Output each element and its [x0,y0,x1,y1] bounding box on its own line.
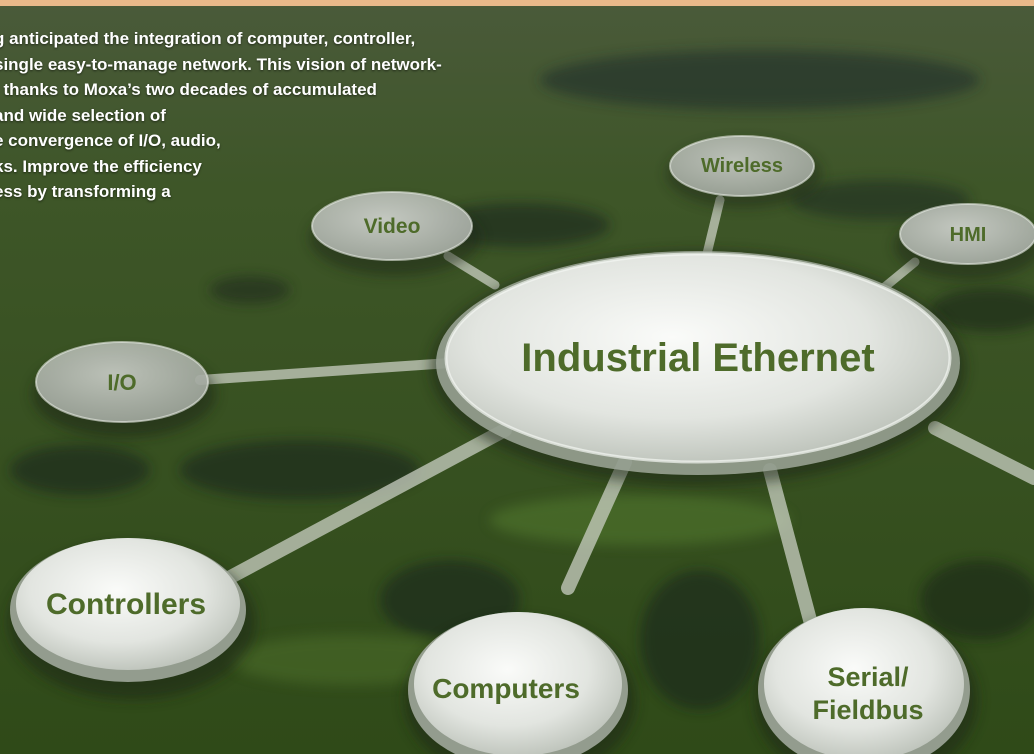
node-label-controllers: Controllers [46,588,206,621]
node-label-video: Video [364,215,421,238]
intro-line: ess by transforming a [0,182,171,201]
intro-line: g anticipated the integration of compute… [0,29,416,48]
node-wireless: Wireless [666,135,822,208]
node-serial-fieldbus: Serial/ Fieldbus [754,608,978,754]
node-label-serial: Serial/ [827,662,909,692]
intro-line: and wide selection of [0,105,166,125]
connectors [195,195,1034,627]
node-video: Video [309,191,481,276]
connector-computers [561,455,632,595]
intro-line: ks. Improve the efficiency [0,156,202,176]
connector-controllers [218,423,512,587]
intro-line: e convergence of I/O, audio, [0,131,221,150]
hub-label: Industrial Ethernet [521,336,874,380]
node-label-computers: Computers [432,673,580,704]
connector-io [195,358,455,385]
node-label-io: I/O [107,370,136,395]
node-computers: Computers [404,612,636,754]
node-io: I/O [32,341,216,438]
top-border-strip [0,0,1034,6]
intro-line: single easy-to-manage network. This visi… [0,54,442,74]
node-hmi: HMI [894,203,1034,280]
hub-industrial-ethernet: Industrial Ethernet [430,250,966,486]
node-label-wireless: Wireless [701,155,783,177]
intro-text: g anticipated the integration of compute… [0,26,634,205]
node-label-hmi: HMI [950,224,987,246]
node-controllers: Controllers [8,538,256,700]
connector-right [928,421,1034,485]
landscape-texture [10,50,1034,710]
node-label-fieldbus: Fieldbus [812,695,923,725]
intro-line: , thanks to Moxa’s two decades of accumu… [0,80,377,99]
connector-serial [763,463,817,627]
